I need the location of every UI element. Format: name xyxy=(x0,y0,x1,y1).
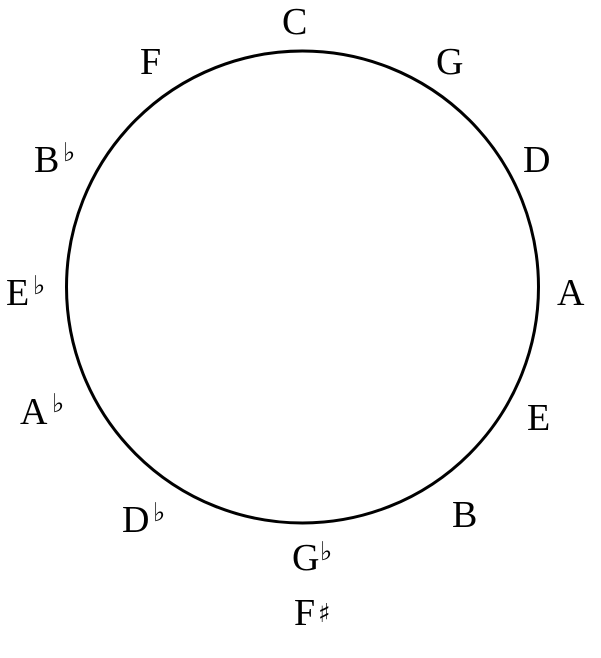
key-note: F xyxy=(294,592,315,634)
circle xyxy=(65,49,540,525)
key-note: C xyxy=(282,1,307,43)
key-note: D xyxy=(523,139,550,181)
key-label-d: D xyxy=(523,139,550,181)
key-label-f-sharp: F ♯ xyxy=(294,592,331,634)
key-note: E xyxy=(6,272,29,314)
flat-sign: ♭ xyxy=(63,138,75,168)
key-note: G xyxy=(292,537,319,579)
key-note: B xyxy=(34,139,59,181)
key-label-g-flat: G ♭ xyxy=(292,537,332,579)
key-label-b-flat: B ♭ xyxy=(34,138,75,181)
key-label-a: A xyxy=(557,272,585,314)
key-label-c: C xyxy=(282,1,307,43)
key-label-g: G xyxy=(436,41,463,83)
flat-sign: ♭ xyxy=(153,498,165,528)
flat-sign: ♭ xyxy=(52,389,64,419)
flat-sign: ♭ xyxy=(320,537,332,567)
key-note: A xyxy=(20,391,48,433)
key-label-b: B xyxy=(452,494,477,536)
key-note: E xyxy=(527,397,550,439)
key-note: D xyxy=(122,499,149,541)
flat-sign: ♭ xyxy=(33,271,45,301)
key-label-e: E xyxy=(527,397,550,439)
key-label-e-flat: E ♭ xyxy=(6,271,45,314)
key-note: A xyxy=(557,272,585,314)
key-note: F xyxy=(140,41,161,83)
key-label-a-flat: A ♭ xyxy=(20,389,64,433)
key-note: B xyxy=(452,494,477,536)
sharp-sign: ♯ xyxy=(318,599,331,629)
key-label-f: F xyxy=(140,41,161,83)
key-note: G xyxy=(436,41,463,83)
key-label-d-flat: D ♭ xyxy=(122,498,165,541)
